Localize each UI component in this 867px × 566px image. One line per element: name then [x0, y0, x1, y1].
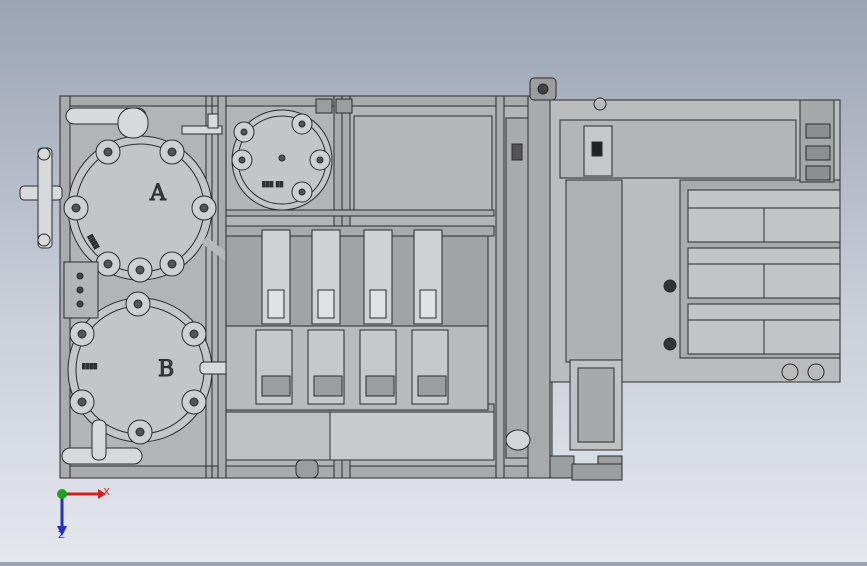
pump-modules — [225, 229, 495, 461]
x-axis-label: X — [103, 487, 110, 498]
tank-b-clamps — [69, 291, 207, 445]
x-axis-head — [98, 489, 106, 499]
tank-a-clamps — [63, 139, 217, 283]
control-panel — [549, 97, 841, 451]
small-tank-text: ▮▮▮ ▮▮ — [262, 180, 284, 188]
tank-b-text: ▮▮▮▮ — [82, 362, 98, 370]
z-axis-label: Z — [58, 530, 65, 541]
center-right-cabinet — [353, 115, 531, 459]
z-axis-head — [57, 526, 67, 536]
left-terminal-box — [63, 261, 99, 319]
frame-brackets — [295, 77, 623, 481]
small-tank-clamps — [231, 113, 331, 203]
tank-a-label: A — [149, 181, 167, 206]
axis-triad — [57, 489, 106, 536]
pipework — [19, 107, 273, 465]
tank-b-label: B — [158, 357, 174, 382]
y-axis-origin — [57, 489, 67, 499]
